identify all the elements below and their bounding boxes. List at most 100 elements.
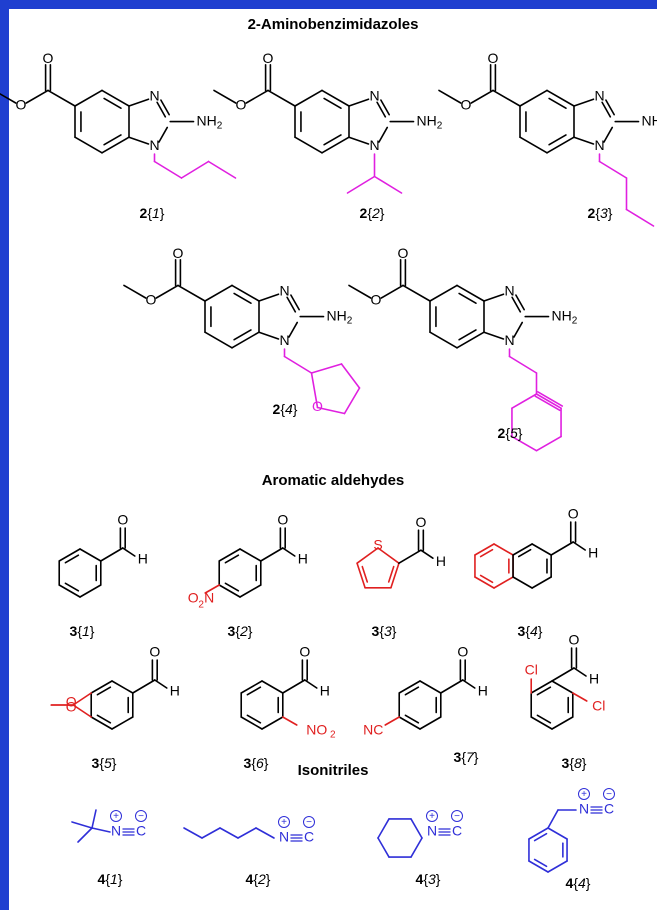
aldehyde-hydrogen: H [298,551,308,567]
brace-close: } [160,205,165,221]
aldehyde-oxygen: O [149,644,160,660]
compound-index: 3 [600,205,608,221]
ring-nitrogen-n3: N [149,88,159,104]
negative-charge-sign: − [454,811,460,822]
compound-label: 3{7} [454,749,479,765]
aldehyde-hydrogen: H [589,671,599,687]
brace-open: { [105,871,110,887]
compound-index: 4 [530,623,538,639]
amino-group: NH2 [327,307,353,326]
brace-open: { [253,871,258,887]
brace-open: { [367,205,372,221]
aldehyde-hydrogen: H [170,683,180,699]
nitro-subscript: 2 [330,730,336,741]
ester-oxygen: O [146,292,157,308]
compound-number: 2 [498,425,506,441]
aldehyde-oxygen: O [569,632,580,648]
brace-open: { [280,401,285,417]
isocyanide-carbon: C [452,823,462,839]
compound-label: 4{2} [246,871,271,887]
amino-group: NH2 [197,112,223,131]
positive-charge-sign: + [113,811,119,822]
compound-index: 2 [371,205,380,221]
compound-number: 3 [244,755,252,771]
brace-open: { [461,749,466,765]
compound-index: 5 [510,425,518,441]
aldehyde-oxygen: O [415,514,426,530]
negative-charge-sign: − [306,817,312,828]
section-title-isonitriles: Isonitriles [297,762,369,779]
compound-number: 3 [518,623,526,639]
brace-open: { [569,755,574,771]
brace-open: { [77,623,82,639]
compound-index: 1 [110,871,118,887]
nitro-group: NO [306,722,327,738]
thf-oxygen: O [312,398,323,414]
ring-nitrogen-n3: N [369,88,379,104]
ring-nitrogen-n1: N [504,332,514,348]
section-title-aldehydes: Aromatic aldehydes [261,472,405,489]
nitrile-group: NC [363,722,383,738]
compound-index: 2 [239,623,248,639]
compound-number: 2 [273,401,281,417]
compound-index: 2 [257,871,266,887]
compound-label: 3{3} [372,623,397,639]
compound-index: 3 [384,623,392,639]
brace-open: { [235,623,240,639]
isocyanide-carbon: C [136,823,146,839]
negative-charge [603,788,615,800]
dioxole-oxygen: O [66,699,77,715]
brace-close: } [266,871,271,887]
brace-close: } [380,205,385,221]
amino-group: NH2 [417,112,443,131]
brace-close: } [248,623,253,639]
negative-charge-sign: − [138,811,144,822]
ring-nitrogen-n3: N [504,283,514,299]
brace-open: { [251,755,256,771]
ring-nitrogen-n3: N [279,283,289,299]
compound-index: 1 [82,623,90,639]
compound-label: 2{1} [140,205,165,221]
aldehyde-oxygen: O [117,512,128,528]
isocyanide-nitrogen: N [427,823,437,839]
brace-open: { [379,623,384,639]
amino-group: NH2 [552,307,578,326]
nitro-oxygen: O [188,590,199,606]
compound-label: 3{2} [228,623,253,639]
ring-nitrogen-n1: N [279,332,289,348]
carbonyl-oxygen: O [398,245,409,261]
carbonyl-oxygen: O [263,50,274,66]
compound-number: 3 [454,749,462,765]
positive-charge [110,810,122,822]
amino-group: NH2 [642,112,657,131]
compound-number: 2 [140,205,148,221]
positive-charge-sign: + [581,789,587,800]
brace-close: } [608,205,613,221]
compound-number: 4 [246,871,254,887]
positive-charge [426,810,438,822]
brace-close: } [118,871,123,887]
brace-close: } [264,755,269,771]
aldehyde-hydrogen: H [138,551,148,567]
compound-label: 4{4} [566,875,591,891]
isocyanide-carbon: C [304,829,314,845]
compound-index: 6 [256,755,264,771]
compound-label: 2{5} [498,425,523,441]
brace-close: } [518,425,523,441]
positive-charge [578,788,590,800]
ring-nitrogen-n1: N [369,137,379,153]
compound-index: 8 [574,755,582,771]
compound-number: 2 [588,205,596,221]
aldehyde-3-1: OH3{1} [58,512,148,639]
